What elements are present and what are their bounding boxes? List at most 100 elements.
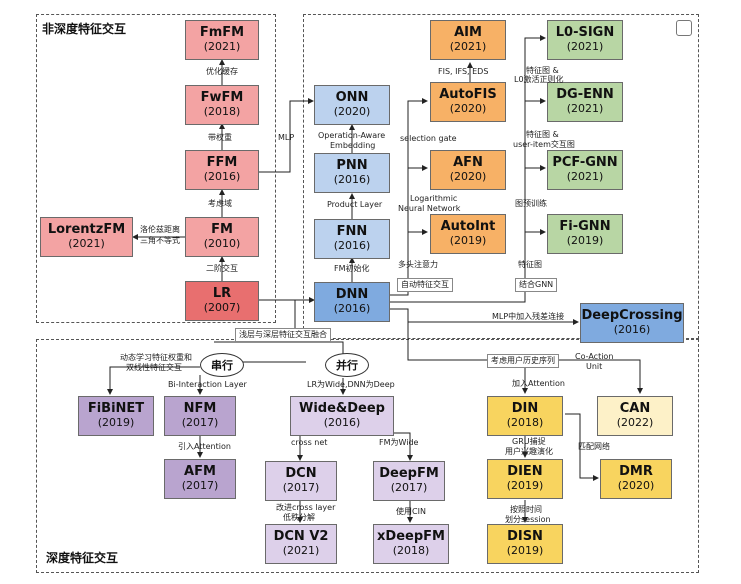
- node-widedeep: Wide&Deep (2016): [290, 396, 394, 436]
- label-join-attention: 加入Attention: [512, 379, 565, 388]
- label-improve-2: 低秩分解: [283, 513, 315, 522]
- node-name: DG-ENN: [556, 87, 614, 103]
- node-name: DCN V2: [273, 529, 329, 545]
- label-bi-interaction: Bi-Interaction Layer: [168, 380, 247, 389]
- node-name: FmFM: [199, 25, 245, 41]
- node-dcnv2: DCN V2 (2021): [265, 524, 337, 564]
- node-aim: AIM (2021): [430, 20, 506, 60]
- node-deepcrossing: DeepCrossing (2016): [580, 303, 684, 343]
- node-name: FNN: [336, 224, 368, 240]
- node-name: xDeepFM: [377, 529, 445, 545]
- node-year: (2010): [203, 237, 241, 251]
- node-dgenn: DG-ENN (2021): [547, 82, 623, 122]
- node-year: (2020): [617, 479, 655, 493]
- node-year: (2022): [616, 416, 654, 430]
- node-year: (2016): [613, 323, 651, 337]
- node-name: NFM: [183, 401, 217, 417]
- node-name: LR: [212, 286, 232, 302]
- label-op-aware-2: Embedding: [330, 141, 376, 150]
- label-dyn-1: 动态学习特征权重和: [120, 353, 192, 362]
- label-multihead: 多头注意力: [398, 260, 438, 269]
- node-figgnn: Fi-GNN (2019): [547, 214, 623, 254]
- label-fg-ui-2: user-item交互图: [513, 140, 575, 149]
- node-year: (2018): [392, 544, 430, 558]
- node-year: (2021): [203, 40, 241, 54]
- label-second-order: 二阶交互: [206, 264, 238, 273]
- label-session-2: 划分session: [505, 515, 551, 524]
- node-name: DIEN: [507, 464, 543, 480]
- node-dnn: DNN (2016): [314, 282, 390, 322]
- label-fm-wide: FM为Wide: [379, 438, 419, 447]
- node-can: CAN (2022): [597, 396, 673, 436]
- label-fg-ui-1: 特征图 &: [526, 130, 559, 139]
- node-fmfm: FmFM (2021): [185, 20, 259, 60]
- node-year: (2017): [181, 416, 219, 430]
- node-name: AFM: [184, 464, 216, 480]
- node-name: DeepCrossing: [581, 308, 683, 324]
- label-use-cin: 使用CIN: [396, 507, 426, 516]
- non-deep-region: [36, 14, 276, 323]
- label-gru-2: 用户兴趣演化: [505, 447, 553, 456]
- label-feature-graph: 特征图: [518, 260, 542, 269]
- node-fwfm: FwFM (2018): [185, 85, 259, 125]
- parallel-ellipse: 并行: [325, 353, 369, 377]
- node-name: DCN: [285, 466, 317, 482]
- label-mlp-residual: MLP中加入残差连接: [492, 312, 565, 321]
- node-fm: FM (2010): [185, 217, 259, 257]
- node-year: (2016): [323, 416, 361, 430]
- node-lr: LR (2007): [185, 281, 259, 321]
- node-name: DIN: [511, 401, 539, 417]
- label-dyn-2: 双线性特征交互: [126, 363, 182, 372]
- node-year: (2021): [68, 237, 105, 251]
- node-lorentzfm: LorentzFM (2021): [40, 217, 133, 257]
- node-afm: AFM (2017): [164, 459, 236, 499]
- node-name: PNN: [336, 158, 368, 174]
- node-year: (2021): [566, 102, 604, 116]
- node-year: (2018): [203, 105, 241, 119]
- node-disn: DISN (2019): [487, 524, 563, 564]
- node-name: CAN: [619, 401, 651, 417]
- label-lorentz-2: 三角不等式: [140, 236, 180, 245]
- node-name: FiBiNET: [87, 401, 145, 417]
- node-year: (2018): [506, 416, 544, 430]
- label-op-aware-1: Operation-Aware: [318, 131, 386, 140]
- node-year: (2021): [566, 170, 604, 184]
- label-improve-1: 改进cross layer: [276, 503, 336, 512]
- node-pnn: PNN (2016): [314, 153, 390, 193]
- node-name: DeepFM: [379, 466, 439, 482]
- node-year: (2016): [333, 302, 371, 316]
- node-year: (2007): [203, 301, 241, 315]
- node-year: (2019): [506, 479, 544, 493]
- node-name: Fi-GNN: [559, 219, 611, 235]
- label-fg-l0-1: 特征图 &: [526, 66, 559, 75]
- node-dmr: DMR (2020): [600, 459, 672, 499]
- label-pretrain: 图预训练: [515, 199, 547, 208]
- label-cross-net: cross net: [291, 438, 328, 447]
- label-user-history: 考虑用户历史序列: [487, 354, 559, 368]
- node-name: FwFM: [200, 90, 244, 106]
- node-fnn: FNN (2016): [314, 219, 390, 259]
- label-lorentz-1: 洛伦兹距离: [140, 225, 180, 234]
- deep-region-top: [303, 14, 699, 339]
- label-fm-init: FM初始化: [334, 264, 370, 273]
- node-onn: ONN (2020): [314, 85, 390, 125]
- node-name: DNN: [335, 287, 369, 303]
- node-year: (2020): [333, 105, 371, 119]
- label-lr-wide: LR为Wide,DNN为Deep: [307, 380, 395, 389]
- node-name: DMR: [619, 464, 653, 480]
- node-year: (2019): [97, 416, 135, 430]
- label-combine-gnn: 结合GNN: [515, 278, 558, 292]
- scan-icon[interactable]: [676, 20, 692, 36]
- node-name: FFM: [206, 155, 238, 171]
- node-year: (2021): [449, 40, 487, 54]
- label-product-layer: Product Layer: [327, 200, 383, 209]
- node-autofis: AutoFIS (2020): [430, 82, 506, 122]
- node-nfm: NFM (2017): [164, 396, 236, 436]
- label-sel-gate: selection gate: [400, 134, 457, 143]
- node-year: (2021): [282, 544, 320, 558]
- label-match-net: 匹配网络: [578, 442, 610, 451]
- node-year: (2019): [566, 234, 604, 248]
- label-opt-cache: 优化缓存: [206, 67, 238, 76]
- label-mlp: MLP: [278, 133, 295, 142]
- node-name: AFN: [453, 155, 483, 171]
